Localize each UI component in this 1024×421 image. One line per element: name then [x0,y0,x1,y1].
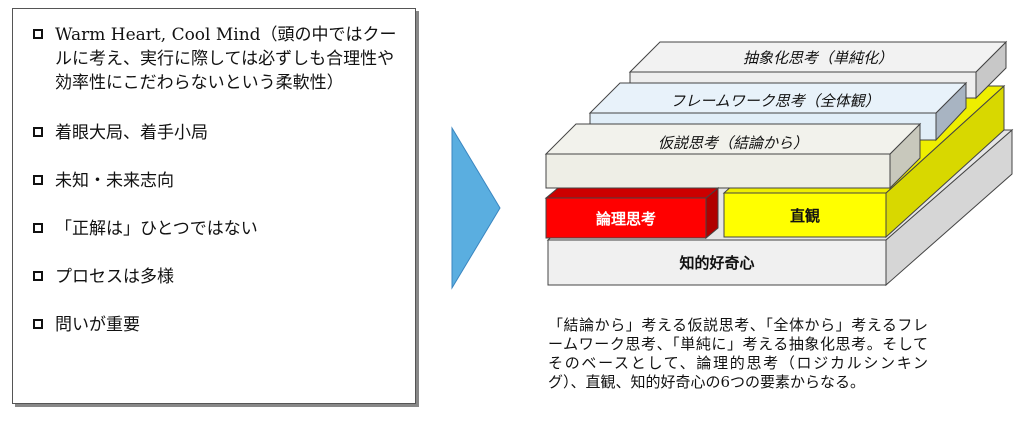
layer-logical-top [544,187,720,199]
layer-hypothesis-front [545,153,891,189]
square-bullet-icon [33,127,43,137]
layer-logical-front [545,197,707,239]
layer-hypothesis-label: 仮説思考（結論から） [658,134,808,152]
layer-logical: 論理思考 [544,186,720,240]
layer-abstraction-label: 抽象化思考（単純化） [743,49,893,67]
square-bullet-icon [33,175,43,185]
square-bullet-icon [33,223,43,233]
list-item: 未知・未来志向 [33,169,399,193]
list-item-text: 未知・未来志向 [55,171,174,191]
principles-box: Warm Heart, Cool Mind（頭の中ではクールに考え、実行に際して… [12,8,416,404]
list-item-text: 「正解は」ひとつではない [55,219,258,239]
layer-intuition-label: 直観 [790,207,820,225]
layer-intuition-front [723,192,887,238]
layer-abstraction-top [628,41,1008,73]
list-item: 着眼大局、着手小局 [33,121,399,145]
square-bullet-icon [33,29,43,39]
list-item-text: 問いが重要 [55,315,140,335]
layer-framework-label: フレームワーク思考（全体観） [670,92,880,110]
list-item: プロセスは多様 [33,265,399,289]
diagram-caption: 「結論から」考える仮説思考、「全体から」考えるフレームワーク思考、「単純に」考え… [548,316,928,391]
layer-hypothesis: 仮説思考（結論から） [544,122,922,190]
layer-curiosity-front [547,239,887,286]
layer-framework-top [588,82,968,114]
list-item-text: Warm Heart, Cool Mind（頭の中ではクールに考え、実行に際して… [55,25,397,93]
list-item-text: 着眼大局、着手小局 [55,123,208,143]
list-item: 「正解は」ひとつではない [33,217,399,241]
square-bullet-icon [33,271,43,281]
list-item: 問いが重要 [33,313,399,337]
layer-logical-label: 論理思考 [596,210,656,228]
layer-hypothesis-top [544,123,922,155]
square-bullet-icon [33,319,43,329]
layer-curiosity-label: 知的好奇心 [679,254,754,272]
list-item: Warm Heart, Cool Mind（頭の中ではクールに考え、実行に際して… [33,23,399,95]
list-item-text: プロセスは多様 [55,267,174,287]
right-arrow-icon [451,126,501,290]
